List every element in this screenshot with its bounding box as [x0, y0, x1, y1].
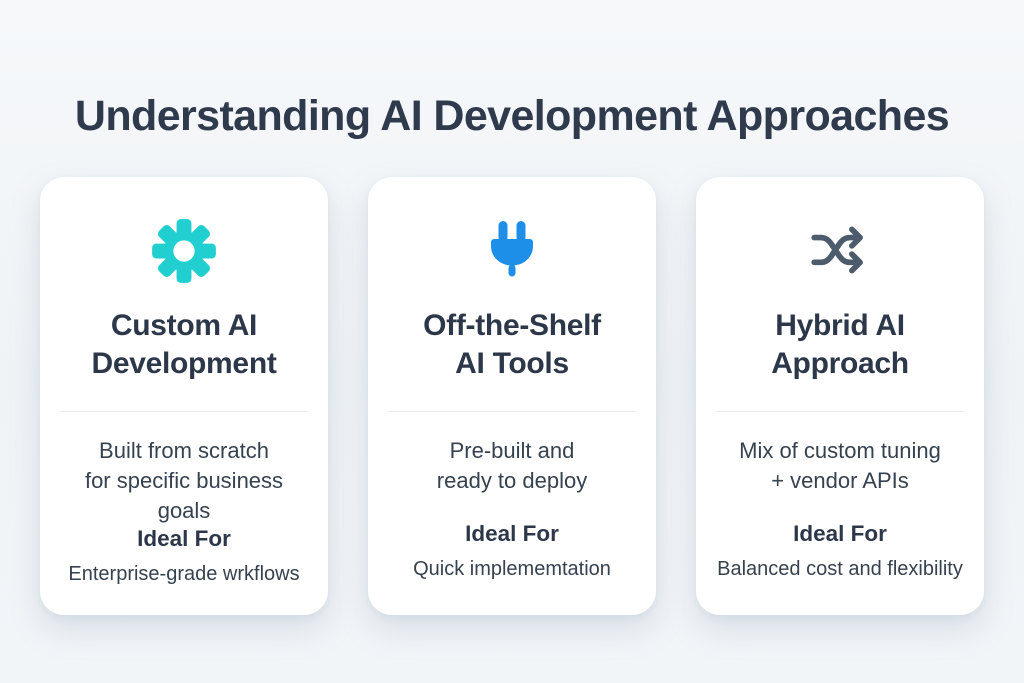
card-title: Custom AI Development [91, 309, 277, 381]
card-title: Hybrid AI Approach [771, 309, 909, 381]
cards-row: Custom AI Development Built from scratch… [0, 177, 1024, 616]
ideal-for-label: Ideal For [793, 521, 887, 547]
card-description: Built from scratch for specific business… [84, 438, 284, 523]
card-custom-ai-development: Custom AI Development Built from scratch… [40, 177, 328, 616]
card-title: Off-the-Shelf AI Tools [423, 309, 601, 381]
card-description: Pre-built and ready to deploy [436, 438, 588, 493]
card-off-the-shelf-ai-tools: Off-the-Shelf AI Tools Pre-built and rea… [368, 177, 656, 616]
ideal-for-label: Ideal For [137, 525, 231, 551]
gear-icon [150, 217, 218, 285]
ideal-for-block: Ideal For Enterprise-grade wrkflows [68, 526, 299, 590]
card-divider [61, 411, 307, 413]
card-description: Mix of custom tuning + vendor APIs [739, 438, 941, 493]
page-title: Understanding AI Development Approaches [74, 92, 950, 140]
card-divider [389, 411, 635, 413]
ideal-for-text: Balanced cost and flexibility [717, 558, 963, 581]
card-divider [717, 411, 963, 413]
ideal-for-block: Ideal For Quick implememtation [413, 521, 611, 585]
card-hybrid-ai-approach: Hybrid AI Approach Mix of custom tuning … [696, 177, 984, 616]
ideal-for-label: Ideal For [465, 521, 559, 547]
ideal-for-text: Enterprise-grade wrkflows [68, 562, 300, 585]
plug-icon [480, 217, 544, 285]
ideal-for-block: Ideal For Balanced cost and flexibility [717, 521, 963, 585]
shuffle-icon [807, 217, 873, 285]
ideal-for-text: Quick implememtation [413, 558, 611, 581]
